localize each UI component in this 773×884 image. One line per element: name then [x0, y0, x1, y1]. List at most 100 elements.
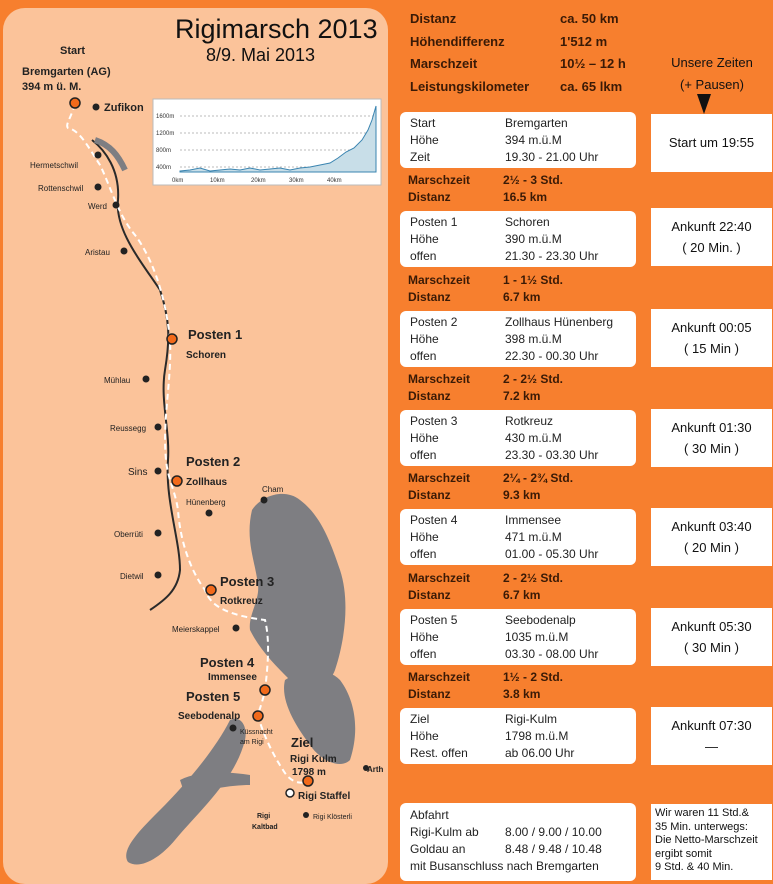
time-box-posten1: Ankunft 22:40( 20 Min. ) [651, 208, 772, 266]
profile-y-400: 400m [156, 165, 171, 171]
lake-lucerne-arm [180, 772, 250, 795]
route-map: Start Bremgarten (AG) 394 m ü. M. Zufiko… [22, 45, 384, 865]
reuss-upper [93, 137, 128, 172]
zeiten-header-line1: Unsere Zeiten [671, 55, 753, 70]
arrow-down-icon [697, 94, 711, 114]
label-meierskappel: Meierskappel [172, 625, 220, 634]
label-seebodenalp: Seebodenalp [178, 711, 240, 722]
label-posten2: Posten 2 [186, 454, 240, 469]
summary-key: Höhendifferenz [410, 33, 505, 49]
route-line [66, 103, 309, 784]
start-marker [69, 97, 81, 109]
summary-key: Marschzeit [410, 56, 478, 72]
time-box-posten4: Ankunft 03:40( 20 Min ) [651, 508, 772, 566]
label-zufikon: Zufikon [104, 102, 144, 114]
label-posten1: Posten 1 [188, 327, 242, 342]
lake-zug [249, 493, 346, 687]
label-immensee: Immensee [208, 672, 257, 683]
label-sins: Sins [128, 467, 147, 478]
summary-key: Distanz [410, 11, 457, 26]
abfahrt-title: Abfahrt [410, 808, 449, 822]
label-kuessnacht1: Küssnacht [240, 729, 273, 736]
posten3-marker [205, 584, 217, 596]
label-reussegg: Reussegg [110, 424, 146, 433]
posten1-marker [166, 333, 178, 345]
label-schoren: Schoren [186, 350, 226, 361]
label-arth: Arth [367, 765, 384, 774]
profile-x-40: 40km [327, 178, 342, 184]
profile-y-1200: 1200m [156, 131, 174, 137]
posten4-marker [259, 684, 271, 696]
note-box: Wir waren 11 Std.& 35 Min. unterwegs: Di… [651, 804, 772, 880]
profile-y-1600: 1600m [156, 114, 174, 120]
summary: Distanz ca. 50 km Höhendifferenz 1'512 m M… [410, 8, 650, 99]
time-box-posten3: Ankunft 01:30( 30 Min ) [651, 409, 772, 467]
label-oberrueti: Oberrüti [114, 530, 143, 539]
elevation-profile: 1600m 1200m 800m 400m 0km 10km 20km 30km… [152, 98, 382, 186]
label-kuessnacht2: am Rigi [240, 739, 264, 746]
map-subtitle: 8/9. Mai 2013 [206, 45, 316, 65]
zeiten-header: Unsere Zeiten (+ Pausen) [652, 52, 772, 96]
time-box-posten2: Ankunft 00:05( 15 Min ) [651, 309, 772, 367]
label-start-place: Bremgarten (AG) [22, 66, 111, 78]
label-posten3: Posten 3 [220, 574, 274, 589]
label-rigikaltbad2: Kaltbad [252, 824, 278, 831]
zeiten-header-line2: (+ Pausen) [680, 77, 744, 92]
posten5-marker [252, 710, 264, 722]
time-box-ziel: Ankunft 07:30— [651, 707, 772, 765]
label-huenenberg: Hünenberg [186, 498, 226, 507]
profile-x-10: 10km [210, 178, 225, 184]
label-rigistaffel: Rigi Staffel [298, 791, 350, 802]
time-box-start: Start um 19:55 [651, 114, 772, 172]
profile-x-0: 0km [172, 178, 183, 184]
summary-value: 10½ – 12 h [560, 56, 626, 72]
summary-value: ca. 65 lkm [560, 79, 623, 95]
label-ziel: Ziel [291, 735, 313, 750]
lake-zug-south [284, 670, 356, 765]
label-start: Start [60, 45, 85, 57]
map-title: Rigimarsch 2013 [175, 14, 378, 44]
label-posten4: Posten 4 [200, 655, 255, 670]
label-hermetschwil: Hermetschwil [30, 161, 78, 170]
label-cham: Cham [262, 485, 284, 494]
profile-y-800: 800m [156, 148, 171, 154]
abfahrt-footer: mit Busanschluss nach Bremgarten [410, 859, 599, 873]
summary-value: 1'512 m [560, 33, 608, 49]
label-rigikaltbad1: Rigi [257, 813, 270, 820]
label-zollhaus: Zollhaus [186, 477, 228, 488]
reuss-river [91, 139, 182, 611]
time-box-posten5: Ankunft 05:30( 30 Min ) [651, 608, 772, 666]
profile-x-30: 30km [289, 178, 304, 184]
ziel-marker [302, 775, 314, 787]
label-rotkreuz: Rotkreuz [220, 596, 263, 607]
label-rigikulm: Rigi Kulm [290, 754, 337, 765]
label-dietwil: Dietwil [120, 572, 144, 581]
posten2-marker [171, 475, 183, 487]
label-muehlau: Mühlau [104, 376, 130, 385]
label-aristau: Aristau [85, 248, 110, 257]
label-posten5: Posten 5 [186, 689, 240, 704]
staffel-marker [285, 788, 295, 798]
label-start-alt: 394 m ü. M. [22, 81, 81, 93]
label-rigiklosterli: Rigi Klösterli [313, 814, 352, 821]
summary-value: ca. 50 km [560, 11, 619, 26]
summary-key: Leistungskilometer [410, 79, 530, 95]
label-werd: Werd [88, 202, 107, 211]
label-rigikulm-alt: 1798 m [292, 767, 326, 778]
profile-x-20: 20km [251, 178, 266, 184]
label-rottenschwil: Rottenschwil [38, 184, 84, 193]
